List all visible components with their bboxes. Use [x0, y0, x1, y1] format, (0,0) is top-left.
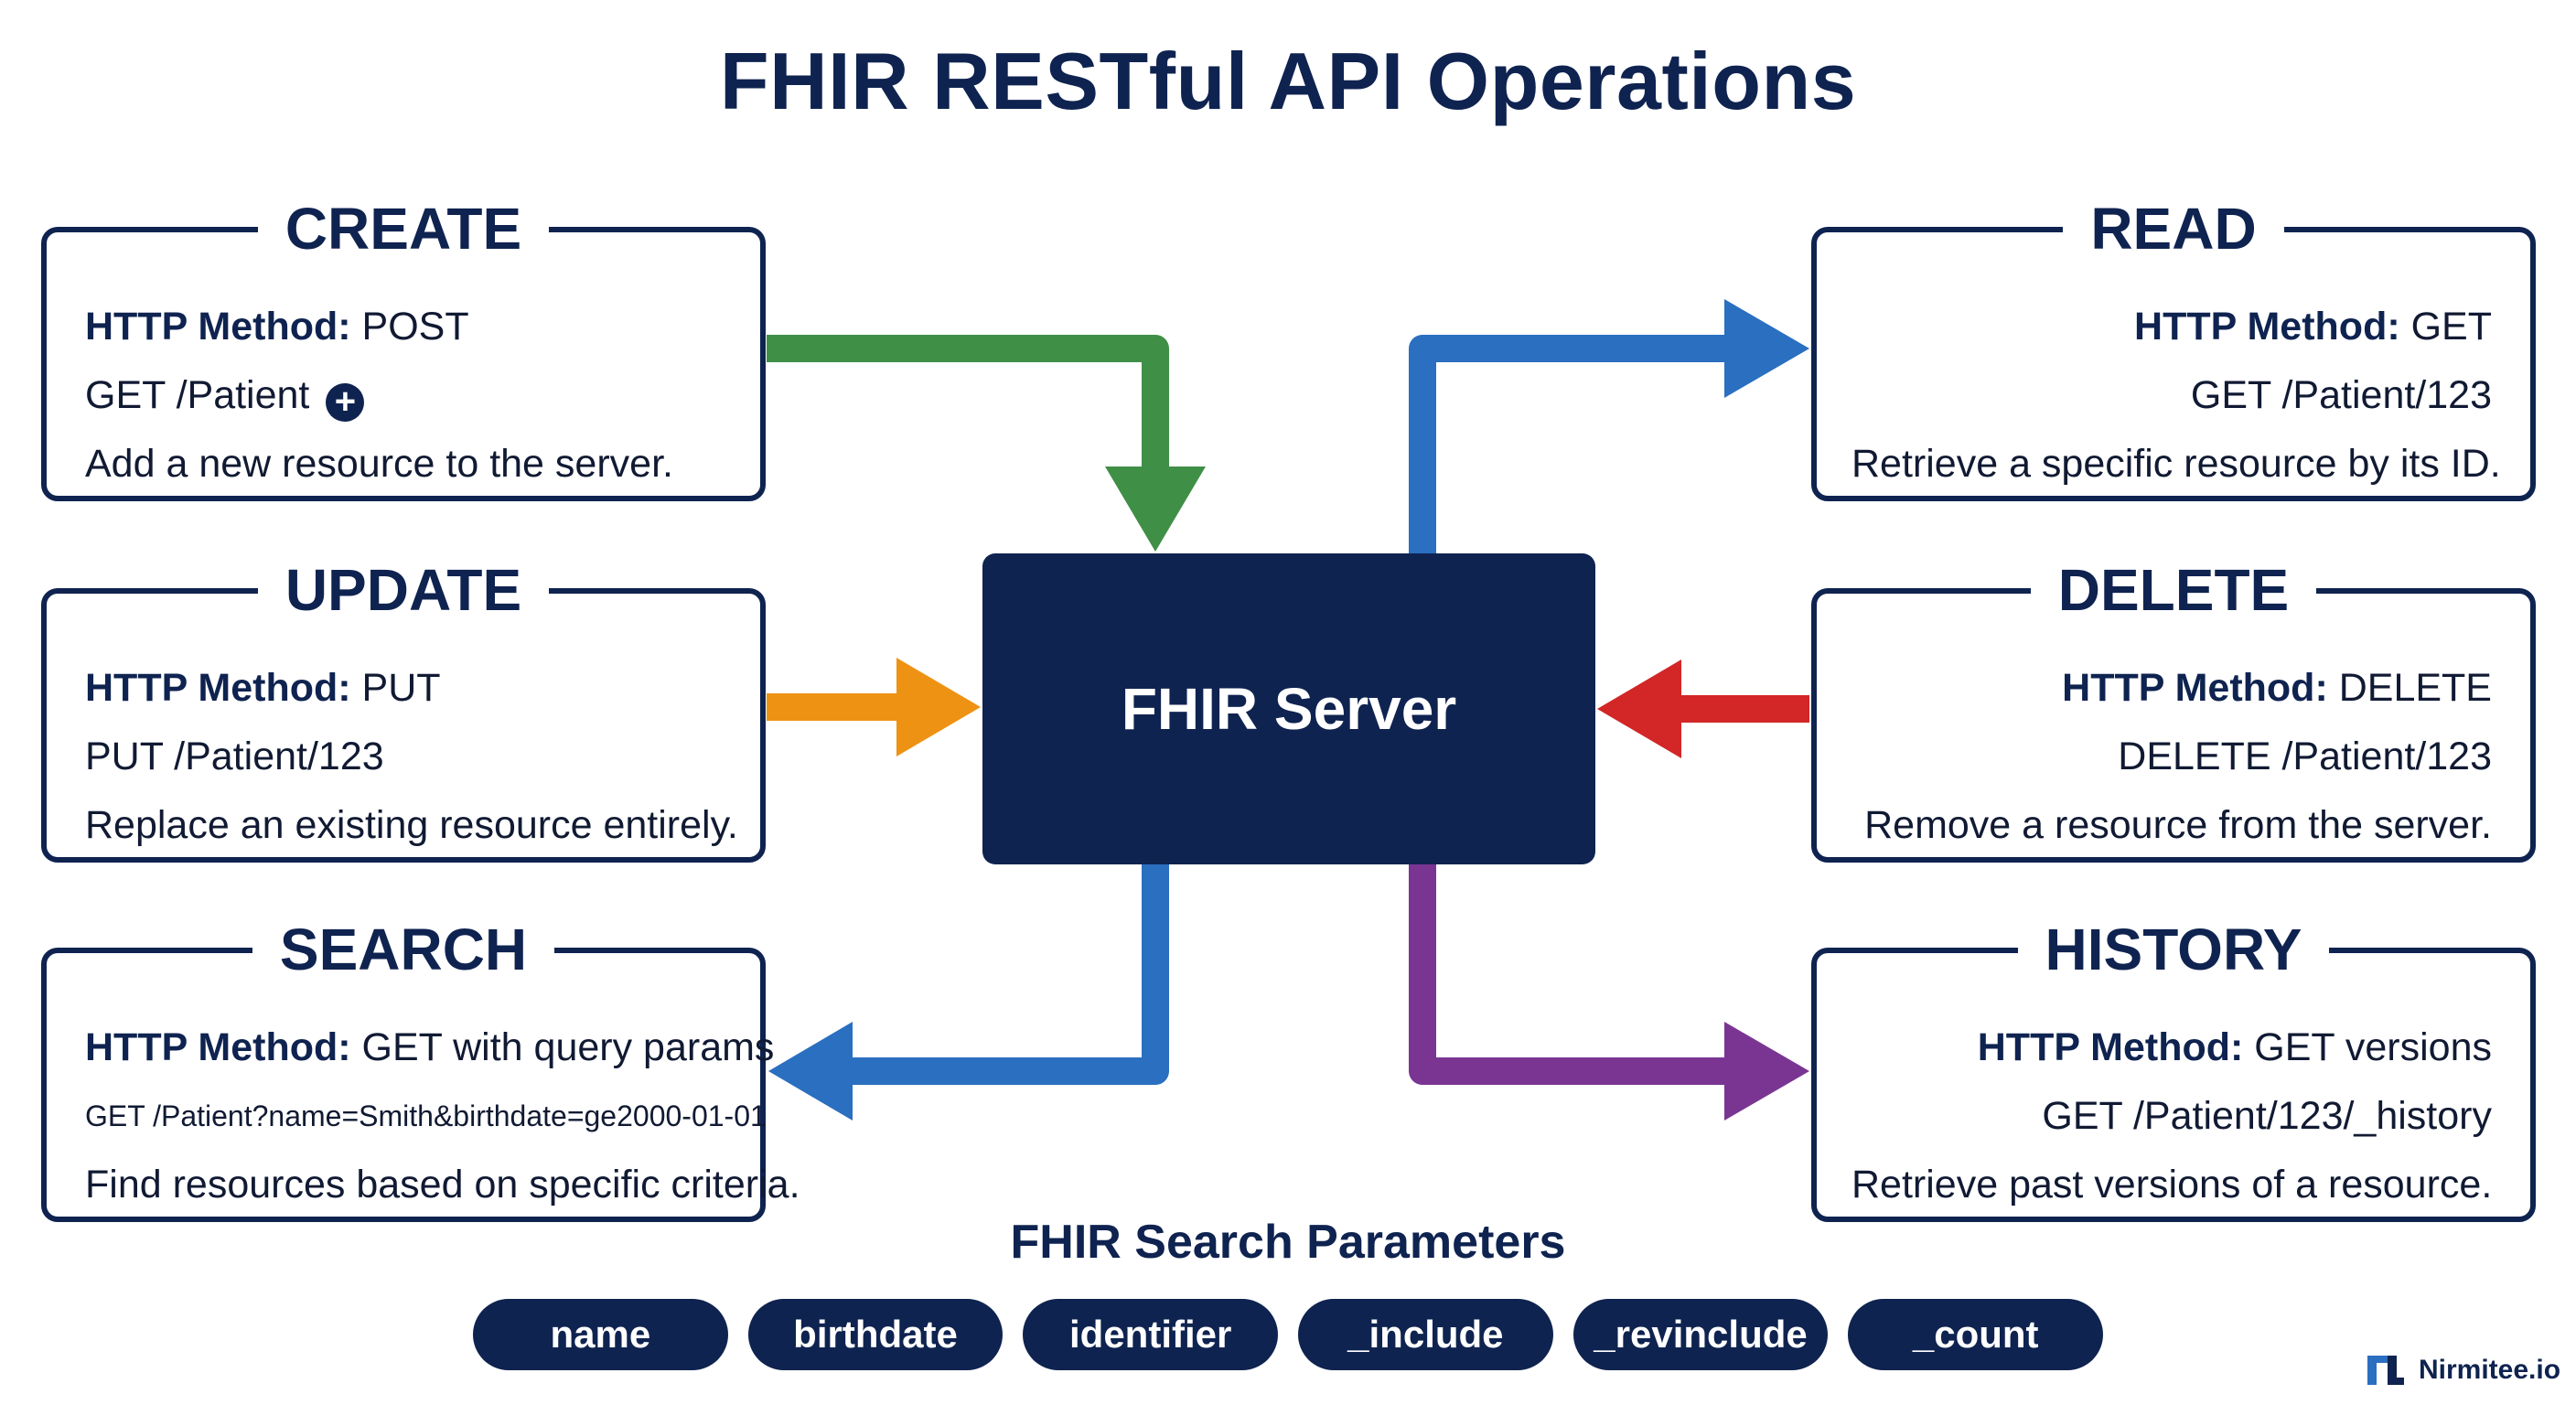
search-param-pill: _include: [1298, 1299, 1553, 1370]
search-arrow: [768, 864, 1169, 1121]
update-title: UPDATE: [257, 557, 550, 623]
create-endpoint: GET /Patient+: [85, 361, 725, 430]
create-description: Add a new resource to the server.: [85, 442, 673, 486]
delete-box: DELETE HTTP Method: DELETE DELETE /Patie…: [1811, 557, 2536, 863]
history-box: HISTORY HTTP Method: GET versions GET /P…: [1811, 917, 2536, 1222]
plus-circle-icon: +: [326, 383, 365, 422]
search-params-list: name birthdate identifier _include _revi…: [473, 1299, 2104, 1370]
search-endpoint: GET /Patient?name=Smith&birthdate=ge2000…: [85, 1099, 767, 1132]
create-method: HTTP Method: POST: [85, 305, 469, 349]
search-params-title: FHIR Search Parameters: [1010, 1216, 1566, 1269]
delete-method: HTTP Method: DELETE: [2062, 666, 2492, 710]
create-arrow: [767, 335, 1206, 552]
read-title: READ: [2063, 196, 2284, 262]
read-arrow: [1409, 299, 1809, 553]
delete-endpoint: DELETE /Patient/123: [2118, 735, 2492, 778]
brand: Nirmitee.io: [2366, 1352, 2560, 1389]
delete-description: Remove a resource from the server.: [1864, 803, 2492, 847]
search-description: Find resources based on specific criteri…: [85, 1163, 800, 1207]
brand-name: Nirmitee.io: [2419, 1355, 2561, 1385]
history-title: HISTORY: [2017, 917, 2330, 982]
history-method: HTTP Method: GET versions: [1977, 1025, 2492, 1069]
history-arrow: [1409, 864, 1809, 1121]
update-method: HTTP Method: PUT: [85, 666, 441, 710]
read-description: Retrieve a specific resource by its ID.: [1852, 442, 2501, 486]
read-method: HTTP Method: GET: [2134, 305, 2492, 349]
history-endpoint: GET /Patient/123/_history: [2042, 1094, 2492, 1138]
search-title: SEARCH: [252, 917, 555, 982]
create-box: CREATE HTTP Method: POST GET /Patient+ A…: [41, 196, 766, 501]
search-box: SEARCH HTTP Method: GET with query param…: [41, 917, 800, 1222]
search-method: HTTP Method: GET with query params: [85, 1025, 775, 1069]
read-box: READ HTTP Method: GET GET /Patient/123 R…: [1811, 196, 2536, 501]
search-param-pill: _count: [1848, 1299, 2104, 1370]
update-box: UPDATE HTTP Method: PUT PUT /Patient/123…: [41, 557, 766, 863]
history-description: Retrieve past versions of a resource.: [1852, 1163, 2493, 1207]
search-param-pill: _revinclude: [1572, 1299, 1829, 1370]
update-arrow: [767, 658, 981, 756]
search-param-pill: name: [473, 1299, 728, 1370]
update-description: Replace an existing resource entirely.: [85, 803, 738, 847]
read-endpoint: GET /Patient/123: [2190, 373, 2492, 417]
fhir-server-node: FHIR Server: [982, 553, 1595, 864]
create-title: CREATE: [257, 196, 550, 262]
fhir-server-label: FHIR Server: [1121, 676, 1457, 742]
search-param-pill: identifier: [1023, 1299, 1279, 1370]
update-endpoint: PUT /Patient/123: [85, 735, 384, 778]
delete-title: DELETE: [2030, 557, 2317, 623]
nirmitee-logo-icon: [2367, 1356, 2404, 1385]
page-title: FHIR RESTful API Operations: [719, 36, 1857, 126]
delete-arrow: [1597, 660, 1809, 758]
search-param-pill: birthdate: [747, 1299, 1004, 1370]
